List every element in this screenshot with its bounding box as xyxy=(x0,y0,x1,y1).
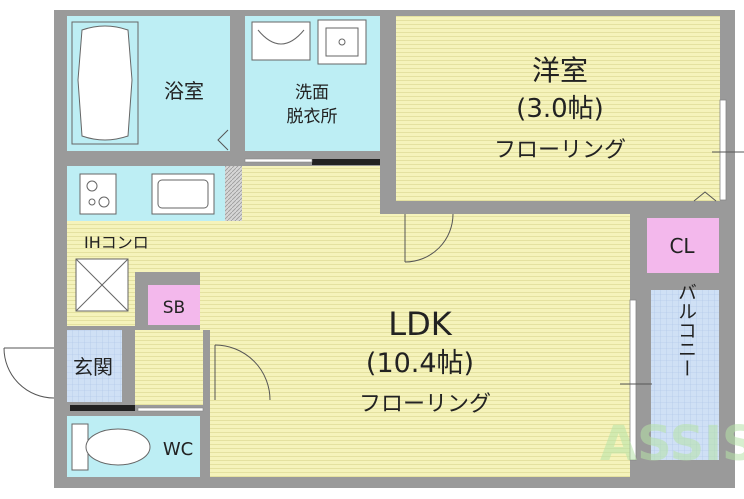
ldk-floor xyxy=(67,166,630,477)
western-room-floor xyxy=(396,16,720,201)
western-room-floor-label: フローリング xyxy=(494,138,626,163)
western-room-name: 洋室 xyxy=(532,54,588,87)
watermark-logo: ASSIST xyxy=(600,416,744,472)
hall-floor xyxy=(135,330,203,405)
kitchen-wall-hatch xyxy=(225,166,242,221)
entrance-step xyxy=(70,405,135,411)
balcony-label: バルコニー xyxy=(675,283,697,378)
sliding-door-bar xyxy=(312,159,380,165)
entrance-floor xyxy=(67,330,122,402)
western-room-size: (3.0帖) xyxy=(516,94,604,124)
entrance-label: 玄関 xyxy=(73,355,113,379)
ldk-floor-label: フローリング xyxy=(359,392,491,417)
storage-fill xyxy=(148,285,200,325)
balcony-fill xyxy=(651,290,719,460)
doors xyxy=(3,129,717,401)
storage-label: SB xyxy=(163,298,185,318)
toilet-bowl xyxy=(71,423,151,471)
washroom-label-line1: 洗面 xyxy=(295,83,329,103)
toilet-label: WC xyxy=(163,439,193,460)
washbasin xyxy=(251,19,367,65)
closet-fill xyxy=(647,218,719,273)
kitchen-label: IHコンロ xyxy=(84,233,149,252)
ih-stove xyxy=(79,173,117,215)
balcony-window xyxy=(629,299,637,461)
kitchen-sink xyxy=(151,173,215,215)
bath-label: 浴室 xyxy=(164,79,204,103)
ldk-name: LDK xyxy=(388,305,452,343)
ldk-size: (10.4帖) xyxy=(366,348,474,379)
western-window xyxy=(719,99,727,201)
washroom-label-line2: 脱衣所 xyxy=(287,107,338,127)
closet-label: CL xyxy=(669,234,695,258)
bathtub xyxy=(71,21,139,145)
